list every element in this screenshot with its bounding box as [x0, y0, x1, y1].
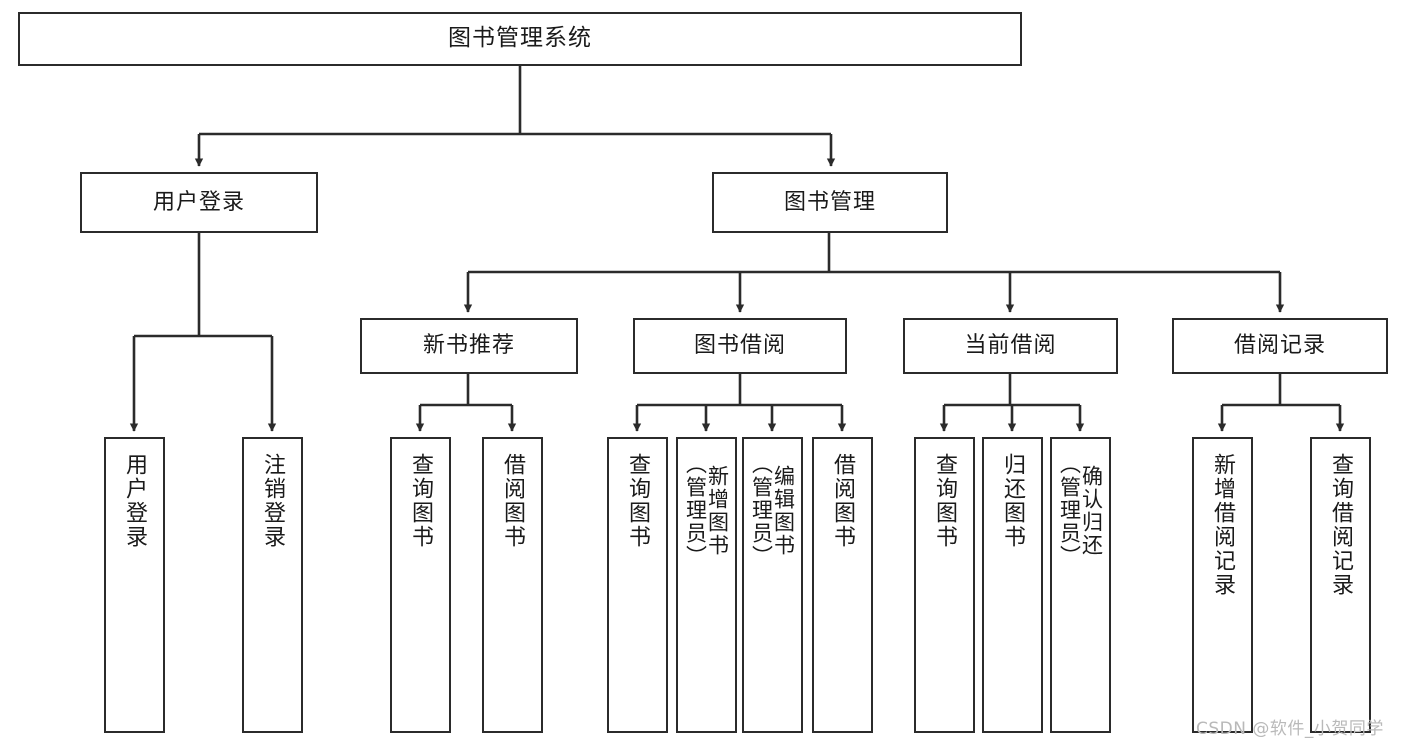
- node-leaf-user-login[interactable]: 用户登录: [104, 437, 165, 733]
- node-leaf-query-book-current[interactable]: 查询图书: [914, 437, 975, 733]
- node-borrow-records[interactable]: 借阅记录: [1172, 318, 1388, 374]
- node-leaf-borrow-book[interactable]: 借阅图书: [812, 437, 873, 733]
- node-leaf-add-book-admin[interactable]: 新增图书 （管理员）: [676, 437, 737, 733]
- node-label: 图书管理系统: [448, 25, 592, 52]
- node-label: 借阅图书: [500, 453, 526, 549]
- node-label: 编辑图书 （管理员）: [749, 453, 796, 568]
- node-label: 借阅图书: [830, 453, 856, 549]
- node-label: 查询图书: [625, 453, 651, 549]
- node-leaf-query-borrow-record[interactable]: 查询借阅记录: [1310, 437, 1371, 733]
- node-leaf-confirm-return-admin[interactable]: 确认归还 （管理员）: [1050, 437, 1111, 733]
- node-leaf-return-book[interactable]: 归还图书: [982, 437, 1043, 733]
- node-leaf-query-book-recommend[interactable]: 查询图书: [390, 437, 451, 733]
- node-book-borrow[interactable]: 图书借阅: [633, 318, 847, 374]
- node-label: 图书借阅: [693, 333, 786, 359]
- node-label: 图书管理: [783, 189, 876, 215]
- node-label: 查询图书: [408, 453, 434, 549]
- node-label: 借阅记录: [1233, 333, 1326, 359]
- node-leaf-borrow-book-recommend[interactable]: 借阅图书: [482, 437, 543, 733]
- node-user-login[interactable]: 用户登录: [80, 172, 318, 233]
- node-label: 归还图书: [1000, 453, 1026, 549]
- node-label: 用户登录: [152, 189, 245, 215]
- node-current-borrow[interactable]: 当前借阅: [903, 318, 1118, 374]
- node-leaf-logout[interactable]: 注销登录: [242, 437, 303, 733]
- node-label: 用户登录: [122, 453, 148, 549]
- node-label: 新增借阅记录: [1210, 453, 1236, 597]
- watermark-text: CSDN @软件_小贺同学: [1196, 719, 1384, 739]
- node-label: 新增图书 （管理员）: [683, 453, 730, 568]
- node-leaf-add-borrow-record[interactable]: 新增借阅记录: [1192, 437, 1253, 733]
- node-label: 查询图书: [932, 453, 958, 549]
- node-leaf-query-book-borrow[interactable]: 查询图书: [607, 437, 668, 733]
- node-book-management[interactable]: 图书管理: [712, 172, 948, 233]
- node-label: 新书推荐: [422, 333, 515, 359]
- node-leaf-edit-book-admin[interactable]: 编辑图书 （管理员）: [742, 437, 803, 733]
- node-new-book-recommend[interactable]: 新书推荐: [360, 318, 578, 374]
- node-label: 确认归还 （管理员）: [1057, 453, 1104, 568]
- node-root-book-management-system[interactable]: 图书管理系统: [18, 12, 1022, 66]
- node-label: 注销登录: [260, 453, 286, 549]
- node-label: 查询借阅记录: [1328, 453, 1354, 597]
- node-label: 当前借阅: [964, 333, 1057, 359]
